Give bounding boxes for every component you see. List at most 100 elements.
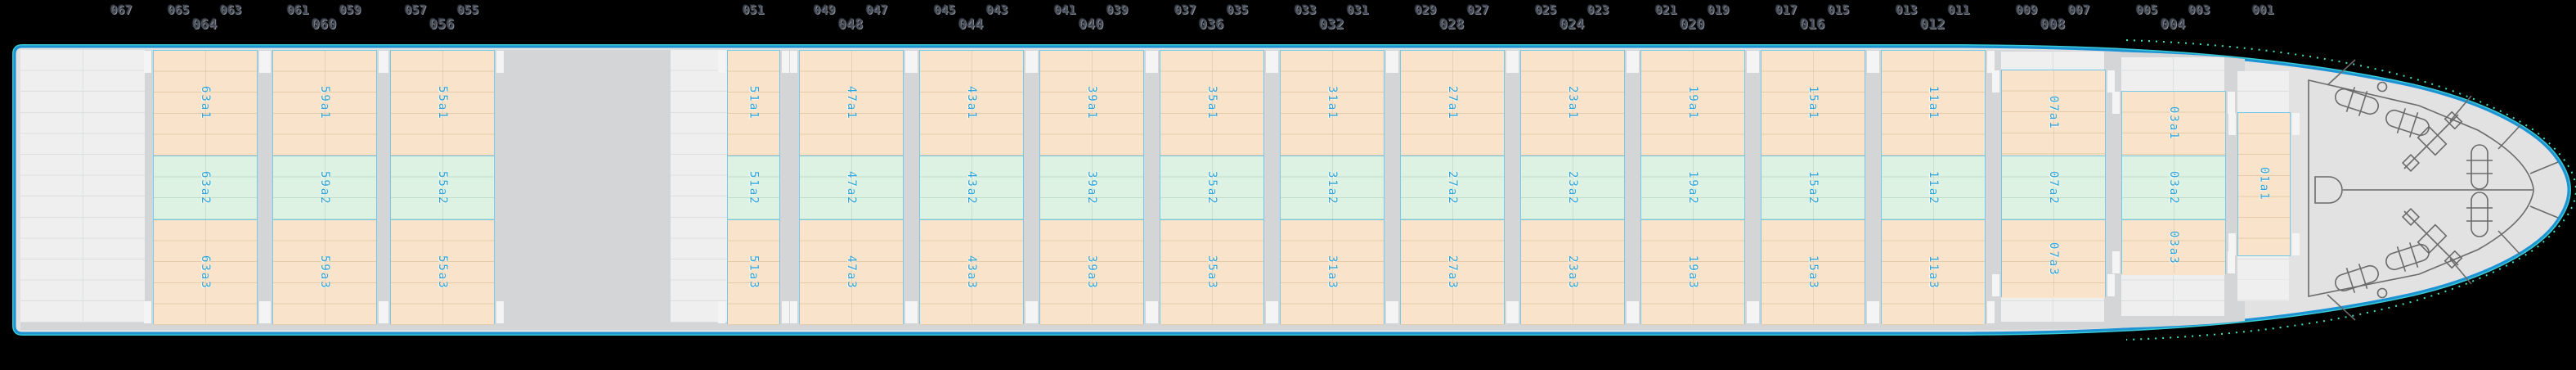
lashing-bridge-tab	[1391, 301, 1398, 323]
mooring-winch-icon	[2335, 264, 2379, 293]
bay-cell-label: 47a3	[845, 255, 858, 290]
bay-cell-label: 59a1	[318, 86, 331, 120]
lashing-bridge-tab	[1747, 51, 1754, 73]
bay-cell-55a3[interactable]: 55a3	[391, 220, 494, 325]
bay-cell-03a1[interactable]: 03a1	[2122, 92, 2225, 156]
bay-cell-label: 23a3	[1566, 255, 1579, 290]
lashing-bridge-tab	[1987, 301, 1995, 323]
lashing-bridge-tab	[1631, 51, 1639, 73]
bay-cell-07a1[interactable]: 07a1	[2002, 70, 2105, 156]
lashing-bridge-tab	[1987, 51, 1995, 73]
bay-cell-11a2[interactable]: 11a2	[1882, 156, 1985, 220]
lashing-bridge-tab	[2228, 113, 2236, 135]
bay-cell-03a3[interactable]: 03a3	[2122, 220, 2225, 275]
bay-number-label: 032	[1318, 16, 1344, 33]
bay-cell-19a2[interactable]: 19a2	[1641, 156, 1744, 220]
bay-cell-47a1[interactable]: 47a1	[800, 51, 903, 156]
bay-cell-31a3[interactable]: 31a3	[1281, 220, 1384, 325]
bay-cell-51a1[interactable]: 51a1	[728, 51, 779, 156]
bay-cell-19a3[interactable]: 19a3	[1641, 220, 1744, 325]
bay-cell-23a1[interactable]: 23a1	[1521, 51, 1624, 156]
bay-cell-label: 01a1	[2257, 167, 2271, 201]
bay-cell-label: 27a3	[1446, 255, 1459, 290]
bay-cell-59a3[interactable]: 59a3	[273, 220, 376, 325]
bay-cell-15a3[interactable]: 15a3	[1761, 220, 1865, 325]
bay-cell-07a2[interactable]: 07a2	[2002, 156, 2105, 220]
bay-cell-63a2[interactable]: 63a2	[154, 156, 257, 220]
bay-cell-35a2[interactable]: 35a2	[1160, 156, 1263, 220]
bay-cell-27a2[interactable]: 27a2	[1401, 156, 1504, 220]
bay-cell-label: 31a2	[1326, 170, 1339, 205]
bay-cell-23a2[interactable]: 23a2	[1521, 156, 1624, 220]
lashing-bridge-tab	[2292, 233, 2300, 255]
lashing-bridge-tab	[2112, 92, 2120, 114]
bay-cell-label: 43a2	[965, 170, 978, 205]
bay-cell-55a2[interactable]: 55a2	[391, 156, 494, 220]
lashing-bridge-tab	[1386, 301, 1393, 323]
bay-cell-27a3[interactable]: 27a3	[1401, 220, 1504, 325]
bay-cell-47a3[interactable]: 47a3	[800, 220, 903, 325]
lashing-bridge-tab	[259, 301, 267, 323]
bay-cell-51a2[interactable]: 51a2	[728, 156, 779, 220]
lashing-bridge-tab	[718, 51, 725, 73]
lashing-bridge-tab	[782, 301, 789, 323]
bay-cell-63a3[interactable]: 63a3	[154, 220, 257, 325]
lashing-bridge-tab	[790, 301, 797, 323]
bay-number-label: 043	[985, 2, 1008, 17]
bay-cell-23a3[interactable]: 23a3	[1521, 220, 1624, 325]
lashing-bridge-tab	[1151, 51, 1158, 73]
bay-cell-55a1[interactable]: 55a1	[391, 51, 494, 156]
lashing-bridge-tab	[1391, 51, 1398, 73]
bay-cell-59a1[interactable]: 59a1	[273, 51, 376, 156]
bay-cell-03a2[interactable]: 03a2	[2122, 156, 2225, 220]
lashing-bridge-tab	[1872, 51, 1879, 73]
lashing-bridge-tab	[2228, 251, 2235, 273]
bay-cell-label: 07a1	[2047, 96, 2060, 130]
lashing-bridge-tab	[144, 51, 151, 73]
bay-cell-43a1[interactable]: 43a1	[920, 51, 1023, 156]
bay-cell-19a1[interactable]: 19a1	[1641, 51, 1744, 156]
hawse-circle-icon	[2376, 287, 2388, 299]
lashing-bridge-tab	[1151, 301, 1158, 323]
lashing-bridge-tab	[1271, 51, 1278, 73]
bay-cell-label: 63a3	[199, 255, 212, 290]
bay-number-label: 029	[1414, 2, 1437, 17]
bay-cell-31a2[interactable]: 31a2	[1281, 156, 1384, 220]
lashing-bridge-tab	[263, 51, 271, 73]
mooring-winch-icon	[2385, 108, 2430, 138]
bay-cell-51a3[interactable]: 51a3	[728, 220, 779, 325]
bay-block-27: 27a1 27a2 27a3	[1391, 50, 1514, 325]
lashing-bridge-tab	[1025, 51, 1033, 73]
bay-cell-31a1[interactable]: 31a1	[1281, 51, 1384, 156]
lashing-bridge-tab	[1992, 70, 1999, 92]
bay-cell-35a1[interactable]: 35a1	[1160, 51, 1263, 156]
bay-cell-43a3[interactable]: 43a3	[920, 220, 1023, 325]
bay-cell-39a1[interactable]: 39a1	[1040, 51, 1143, 156]
bay-cell-label: 03a1	[2167, 106, 2180, 141]
bay-cell-39a3[interactable]: 39a3	[1040, 220, 1143, 325]
bay-cell-39a2[interactable]: 39a2	[1040, 156, 1143, 220]
bay-cell-label: 11a1	[1927, 86, 1940, 120]
bay-cell-47a2[interactable]: 47a2	[800, 156, 903, 220]
bay-cell-27a1[interactable]: 27a1	[1401, 51, 1504, 156]
bay-cell-15a2[interactable]: 15a2	[1761, 156, 1865, 220]
bay-cell-43a2[interactable]: 43a2	[920, 156, 1023, 220]
bay-cell-label: 19a1	[1686, 86, 1699, 120]
bay-cell-label: 27a1	[1446, 86, 1459, 120]
bay-cell-label: 15a2	[1806, 170, 1820, 205]
bay-cell-label: 19a2	[1686, 170, 1699, 205]
bay-cell-11a3[interactable]: 11a3	[1882, 220, 1985, 325]
bay-cell-label: 15a1	[1806, 86, 1820, 120]
bay-cell-59a2[interactable]: 59a2	[273, 156, 376, 220]
lashing-bridge-tab	[1867, 51, 1874, 73]
bay-cell-15a1[interactable]: 15a1	[1761, 51, 1865, 156]
bay-cell-01a1[interactable]: 01a1	[2238, 113, 2290, 255]
bay-number-label: 012	[1919, 16, 1945, 33]
bay-cell-63a1[interactable]: 63a1	[154, 51, 257, 156]
bay-cell-07a3[interactable]: 07a3	[2002, 220, 2105, 298]
bay-cell-35a3[interactable]: 35a3	[1160, 220, 1263, 325]
bay-cell-11a1[interactable]: 11a1	[1882, 51, 1985, 156]
